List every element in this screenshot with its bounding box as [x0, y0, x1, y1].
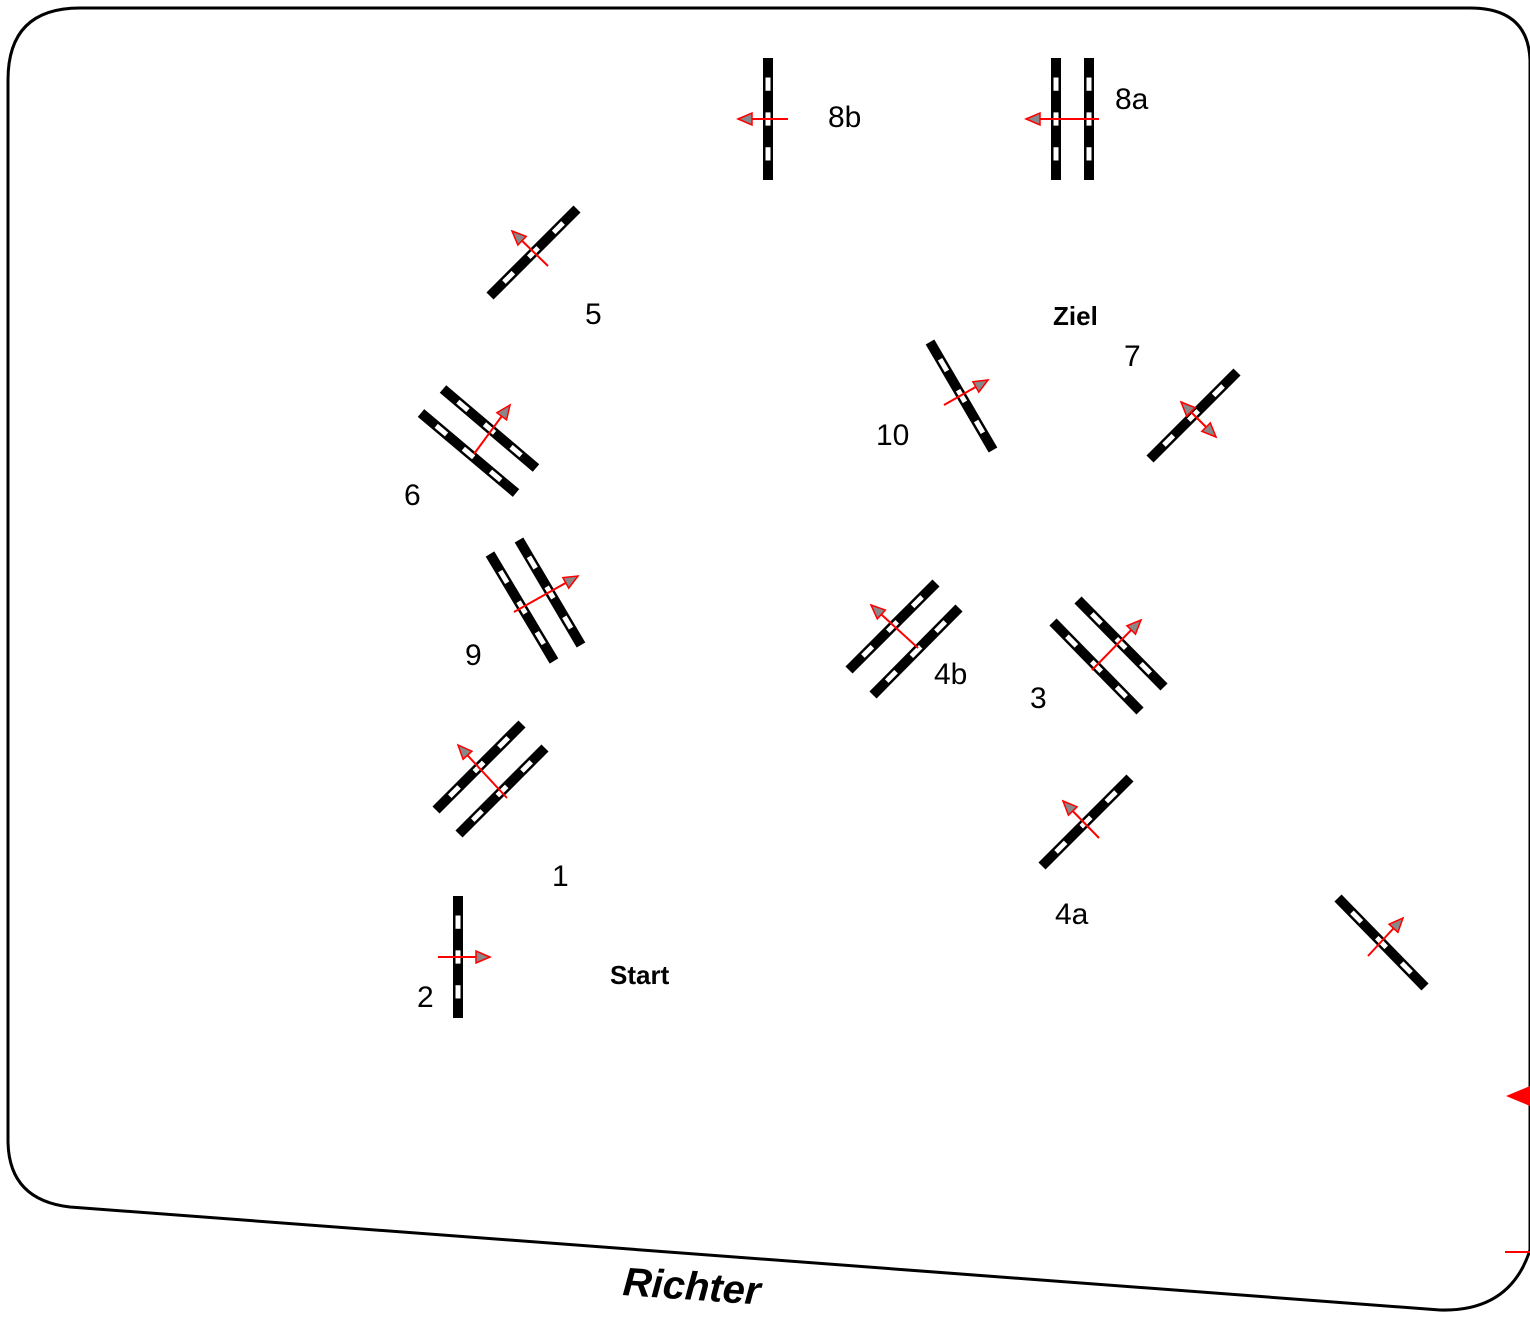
- fence-7: [1146, 368, 1241, 463]
- obstacle-label-2: 2: [417, 981, 434, 1014]
- fence-3: [1049, 596, 1168, 715]
- fence-4a: [1038, 774, 1134, 870]
- start-label: Start: [610, 960, 670, 990]
- obstacle-label-8a: 8a: [1115, 83, 1149, 116]
- fence-8a-direction-arrow-icon: [1024, 111, 1099, 127]
- fence-3-direction-arrow-icon: [1091, 618, 1143, 671]
- edge-arrow-icon: [1506, 1086, 1530, 1106]
- fence-6-rail-1: [439, 385, 540, 472]
- obstacle-label-3: 3: [1030, 682, 1047, 715]
- fence-8b: [736, 58, 788, 180]
- obstacle-label-9: 9: [465, 639, 482, 672]
- fence-8a: [1024, 58, 1099, 180]
- fence-1-rail-2: [455, 744, 549, 838]
- fence-4b-rail-1: [845, 579, 940, 674]
- fence-4b: [845, 579, 963, 699]
- fence-1: [432, 720, 549, 838]
- fence-4a-direction-arrow-icon: [1061, 799, 1100, 839]
- arena-boundary: [6, 6, 1530, 1312]
- obstacle-label-1: 1: [552, 860, 569, 893]
- fence-4a-rail-1: [1038, 774, 1134, 870]
- fence-unlabeled: [1334, 894, 1429, 991]
- fence-3-rail-2: [1074, 596, 1168, 691]
- fence-4b-rail-2: [869, 604, 963, 699]
- obstacle-label-5: 5: [585, 298, 602, 331]
- fence-4b-direction-arrow-icon: [869, 603, 919, 649]
- fence-6-direction-arrow-icon: [473, 403, 512, 455]
- finish-label: Ziel: [1053, 301, 1098, 331]
- fence-10-direction-arrow-icon: [943, 379, 990, 406]
- fence-6: [417, 385, 540, 497]
- fence-2: [438, 896, 492, 1018]
- obstacle-label-4a: 4a: [1055, 898, 1089, 931]
- obstacle-label-10: 10: [876, 419, 910, 452]
- obstacle-label-4b: 4b: [934, 658, 968, 691]
- fence-7-direction-arrow-icon: [1179, 400, 1218, 439]
- obstacle-label-8b: 8b: [828, 101, 862, 134]
- fence-9-direction-arrow-icon: [513, 575, 580, 613]
- fence-5: [486, 205, 581, 300]
- fence-unlabeled-direction-arrow-icon: [1367, 916, 1405, 957]
- fence-5-direction-arrow-icon: [510, 229, 549, 267]
- obstacle-label-6: 6: [404, 479, 421, 512]
- fences-layer: [417, 58, 1429, 1018]
- fence-2-direction-arrow-icon: [438, 949, 492, 965]
- fence-8b-direction-arrow-icon: [736, 111, 788, 127]
- fence-6-rail-2: [417, 409, 520, 497]
- obstacle-label-7: 7: [1124, 340, 1141, 373]
- fence-9: [485, 537, 586, 664]
- fence-10: [925, 339, 998, 453]
- fence-1-direction-arrow-icon: [456, 743, 508, 799]
- judge-label: Richter: [621, 1260, 763, 1314]
